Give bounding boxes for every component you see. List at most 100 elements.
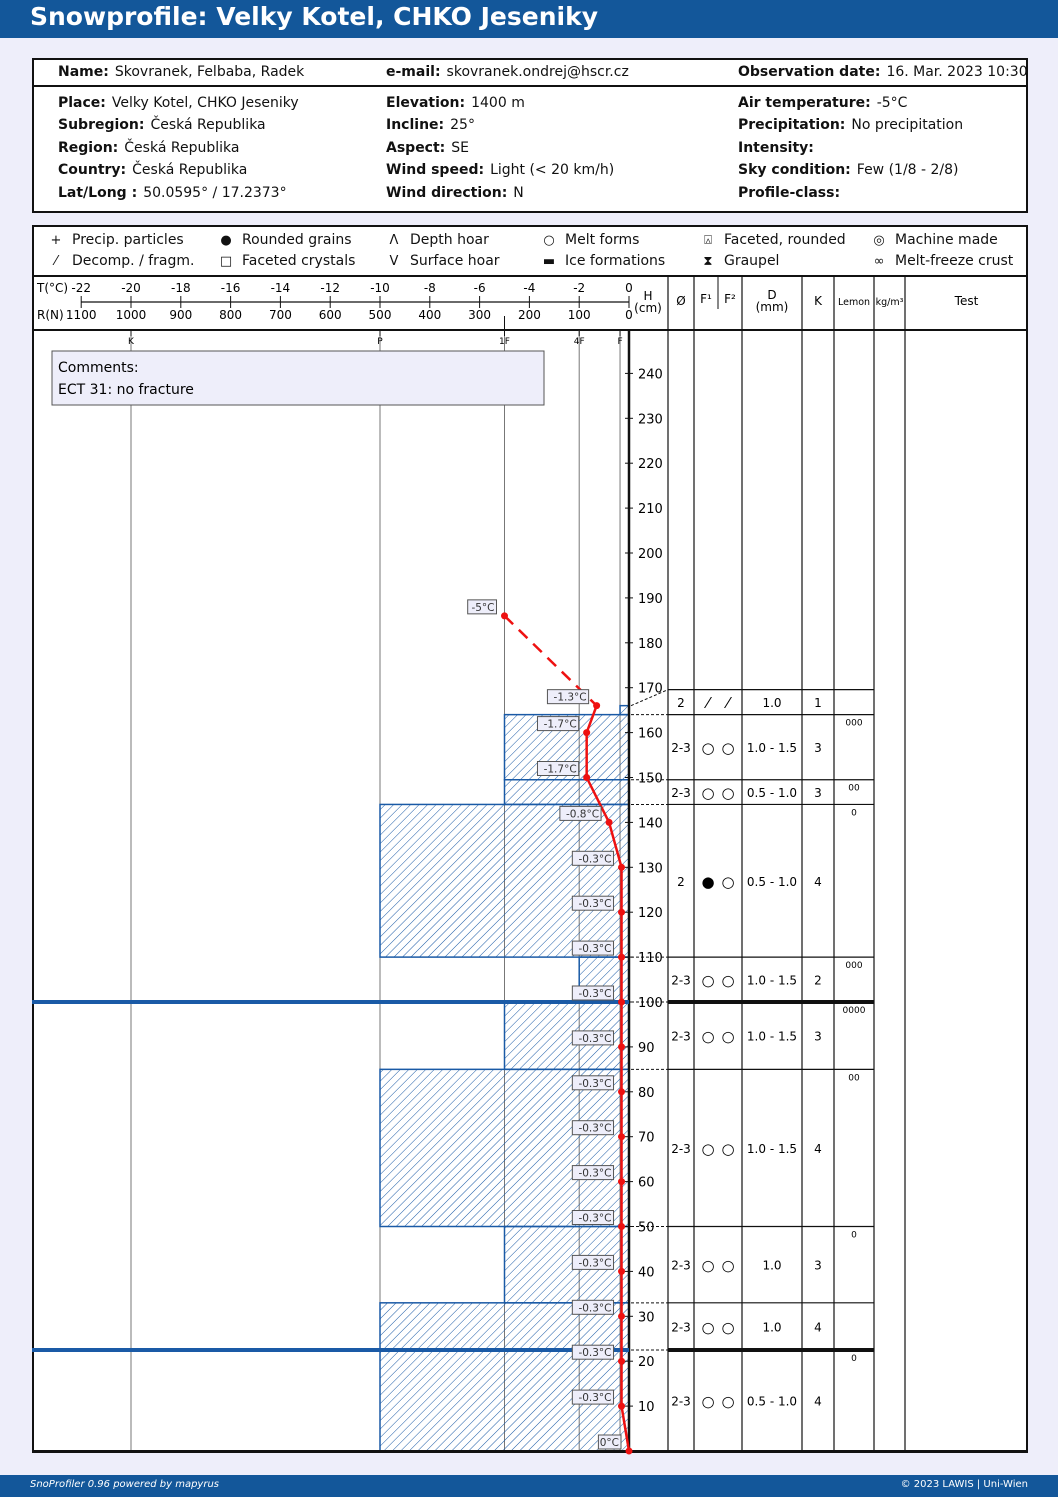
temperature-label-box xyxy=(571,895,615,911)
temperature-label-box xyxy=(571,985,615,1001)
h-tick-label: 130 xyxy=(638,861,663,876)
temperature-label-box xyxy=(536,761,580,776)
hardness-k: 3 xyxy=(814,1259,822,1273)
temperature-label: -0.3°C xyxy=(578,1347,611,1359)
column-header: kg/m³ xyxy=(876,297,904,308)
temperature-label-box xyxy=(571,1210,615,1225)
aspect: Aspect:SE xyxy=(386,140,470,156)
temperature-label-box xyxy=(571,1120,615,1136)
lemon-count: 0 xyxy=(851,1354,857,1364)
grain-size: 2-3 xyxy=(671,786,691,800)
t-tick-label: -22 xyxy=(71,281,91,295)
t-tick-label: -18 xyxy=(171,281,191,295)
r-tick-label: 600 xyxy=(319,308,342,322)
h-tick-label: 230 xyxy=(638,412,663,427)
snow-layer xyxy=(379,1068,630,1228)
h-tick-label: 170 xyxy=(638,682,663,697)
grain-diameter: 0.5 - 1.0 xyxy=(747,786,797,800)
plus-icon: + xyxy=(50,233,62,248)
temperature-label-box xyxy=(571,1299,615,1315)
temperature-label-box xyxy=(571,940,615,956)
filled-circle-icon: ● xyxy=(220,233,232,248)
temperature-label: -1.7°C xyxy=(544,764,577,776)
h-tick-label: 200 xyxy=(638,547,663,562)
h-tick-label: 30 xyxy=(638,1310,655,1325)
lemon-count: 00 xyxy=(848,784,860,794)
sky-condition: Sky condition:Few (1/8 - 2/8) xyxy=(738,162,959,178)
temperature-label: -0.8°C xyxy=(566,808,599,820)
h-tick-label: 140 xyxy=(638,816,663,831)
temperature-point xyxy=(618,1133,626,1141)
temperature-point xyxy=(618,908,626,916)
temperature-segment xyxy=(620,1405,631,1452)
r-tick-label: 300 xyxy=(468,308,491,322)
temperature-label-box xyxy=(571,1344,615,1360)
hardness-k: 3 xyxy=(814,786,822,800)
t-tick-label: -10 xyxy=(370,281,390,295)
temperature-point xyxy=(583,729,591,737)
legend-label: Depth hoar xyxy=(410,232,489,248)
observer-name: Name:Skovranek, Felbaba, Radek xyxy=(58,64,305,80)
r-tick-label: 1000 xyxy=(116,308,147,322)
hardness-label: 1F xyxy=(499,337,510,347)
temperature-label: -0.3°C xyxy=(578,1123,611,1135)
temperature-label: -1.3°C xyxy=(554,692,587,704)
lemon-count: 000 xyxy=(845,719,862,729)
grain-form-1: ○ xyxy=(701,972,714,990)
v-icon: V xyxy=(389,254,399,269)
temperature-label-box xyxy=(571,1165,615,1181)
legend-item: ⍓Faceted, rounded xyxy=(698,232,846,248)
place: Place:Velky Kotel, CHKO Jeseniky xyxy=(58,95,299,111)
circle-icon: ○ xyxy=(543,233,555,248)
h-tick-label: 20 xyxy=(638,1355,655,1370)
observer-email: e-mail:skovranek.ondrej@hscr.cz xyxy=(386,64,629,80)
temperature-point xyxy=(605,818,613,826)
grain-diameter: 1.0 - 1.5 xyxy=(747,1142,797,1156)
hardness-k: 4 xyxy=(814,1394,822,1408)
grain-form-2: ○ xyxy=(721,1140,734,1158)
intensity: Intensity: xyxy=(738,140,814,156)
r-tick-label: 700 xyxy=(269,308,292,322)
h-tick-label: 120 xyxy=(638,906,663,921)
temperature-point xyxy=(618,998,626,1006)
r-tick-label: 0 xyxy=(625,308,633,322)
temperature-label: -0.3°C xyxy=(578,853,611,865)
grain-form-1: ○ xyxy=(701,1257,714,1275)
grain-form-2: ○ xyxy=(721,1392,734,1410)
wind-direction: Wind direction:N xyxy=(386,185,524,201)
temperature-label: -0.3°C xyxy=(578,1392,611,1404)
temperature-label-box xyxy=(467,599,498,615)
snow-layer xyxy=(503,778,630,806)
h-tick-label: 180 xyxy=(638,637,663,652)
legend-item: ∞Melt-freeze crust xyxy=(869,253,1014,269)
grain-form-1: ● xyxy=(701,873,714,891)
temperature-label-box xyxy=(559,805,602,821)
legend-label: Graupel xyxy=(724,253,780,269)
temperature-label-box xyxy=(571,1254,615,1270)
r-tick-label: 900 xyxy=(169,308,192,322)
column-header: Ø xyxy=(676,294,685,308)
grain-size: 2-3 xyxy=(671,1259,691,1273)
grain-form-1: ○ xyxy=(701,739,714,757)
temperature-label-box xyxy=(571,1030,615,1046)
temperature-segment xyxy=(585,776,611,823)
h-tick-label: 70 xyxy=(638,1131,655,1146)
h-tick-label: 110 xyxy=(638,951,663,966)
comments-label: Comments: xyxy=(58,360,139,376)
temperature-point xyxy=(501,612,508,620)
column-header: (mm) xyxy=(756,300,789,314)
legend-label: Ice formations xyxy=(565,253,666,269)
legend-item: ▬Ice formations xyxy=(539,253,665,269)
r-tick-label: 100 xyxy=(568,308,591,322)
hardness-label: F xyxy=(617,337,622,347)
temperature-point xyxy=(583,774,591,781)
comments-text: ECT 31: no fracture xyxy=(58,382,194,398)
hardness-label: K xyxy=(128,337,135,347)
bullseye-icon: ◎ xyxy=(873,233,885,248)
h-tick-label: 90 xyxy=(638,1041,655,1056)
r-tick-label: 400 xyxy=(418,308,441,322)
lemon-count: 00 xyxy=(848,1073,860,1083)
subregion: Subregion:Česká Republika xyxy=(58,117,266,133)
